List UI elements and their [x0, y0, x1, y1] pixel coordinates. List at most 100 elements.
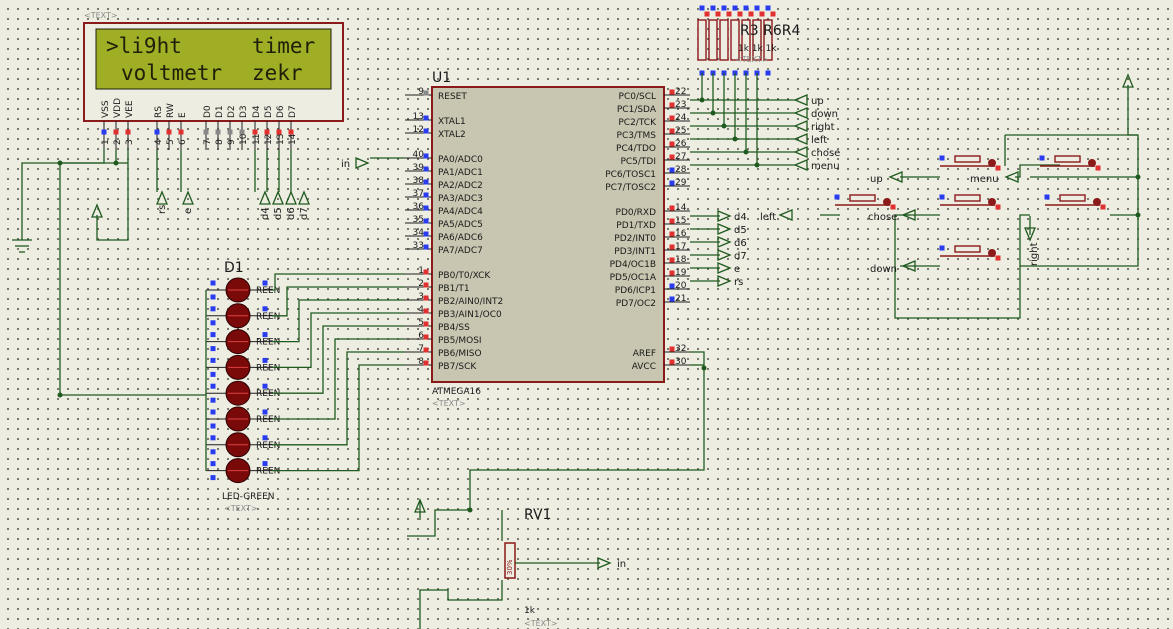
resistor-pin — [699, 5, 705, 11]
mcu-right-pin-num: 23 — [675, 100, 686, 110]
mcu-right-pin-num: 14 — [675, 203, 687, 213]
resistor-pin — [732, 5, 738, 11]
arrow — [1122, 73, 1134, 88]
led-pin-marker — [210, 346, 216, 352]
mcu-right-pin-marker — [669, 359, 675, 365]
mcu-right-pin-marker — [669, 296, 675, 302]
mcu-right-pin-num: 15 — [675, 216, 686, 226]
wire — [96, 150, 129, 241]
mcu-left-pin-num: 3 — [418, 292, 424, 302]
mcu-left-pin-name: PB6/MISO — [438, 349, 482, 359]
rpack-values: 1k 1k 1k — [738, 44, 777, 54]
button-pin — [834, 194, 840, 200]
button-cap — [1059, 194, 1086, 202]
button-dot — [1093, 198, 1101, 206]
wire — [272, 299, 405, 343]
mcu-right-pin-name: AVCC — [632, 362, 656, 372]
arrow — [156, 190, 168, 205]
mcu-right-pin-name: PD4/OC1B — [610, 260, 656, 270]
resistor — [708, 19, 718, 61]
led-pin-marker — [210, 461, 216, 467]
portd-label: d6 — [734, 238, 747, 249]
button-pin — [939, 155, 945, 161]
led-label: REEN — [256, 312, 280, 322]
lcd-pin-num: 11 — [252, 134, 262, 145]
button-cap — [849, 194, 876, 202]
lcd-pin-num: 8 — [215, 139, 225, 145]
mcu-left-pin-name: PA6/ADC6 — [438, 233, 483, 243]
arrow — [182, 190, 194, 205]
button-cap — [954, 194, 981, 202]
mcu-left-pin-num: 13 — [413, 112, 424, 122]
lcd-module[interactable]: <TEXT> >li9ht timer voltmetr zekr VSS1VD… — [83, 11, 344, 150]
lcd-data-label: d6 — [286, 207, 297, 220]
button-dot — [988, 198, 996, 206]
mcu-left-pin-name: PA7/ADC7 — [438, 246, 483, 256]
mcu-left-pin-marker — [423, 347, 429, 353]
led-pin-marker — [210, 423, 216, 429]
led-pin-marker — [210, 332, 216, 338]
lcd-line2-right: zekr — [252, 61, 303, 85]
mcu-right-pin-name: PD6/ICP1 — [615, 286, 656, 296]
resistor-pin — [748, 11, 754, 17]
led-ref: D1 — [224, 260, 244, 276]
mcu-left-pin-num: 6 — [418, 331, 424, 341]
arrow — [717, 249, 732, 261]
mcu-left-pin-num: 2 — [418, 279, 424, 289]
lcd-pin-name: D2 — [227, 105, 237, 118]
mcu-part: ATMEGA16 — [432, 387, 481, 397]
mcu-right-pin-name: PC4/TDO — [616, 144, 656, 154]
mcu-right-pin-num: 16 — [675, 229, 687, 239]
led-pin-marker — [210, 371, 216, 377]
lcd-pin-num: 1 — [101, 139, 111, 145]
lcd-pin-marker — [239, 129, 245, 135]
button-pin — [1039, 155, 1045, 161]
mcu-right-pin-num: 30 — [675, 357, 687, 367]
mcu-left-pin-num: 1 — [418, 266, 424, 276]
lcd-pin-marker — [227, 129, 233, 135]
lcd-pin-num: 5 — [166, 139, 176, 145]
mcu-left-pin-marker — [423, 128, 429, 134]
mcu-right-pin-name: PD7/OC2 — [616, 299, 656, 309]
portc-label: chose — [811, 148, 840, 159]
arrow — [778, 209, 793, 221]
arrow — [793, 146, 808, 158]
button-pin — [995, 204, 1001, 210]
led-pin-marker — [210, 409, 216, 415]
portd-label: d7 — [734, 251, 747, 262]
junction — [732, 136, 738, 142]
lcd-pin-marker — [203, 129, 209, 135]
resistor — [752, 19, 762, 61]
junction — [701, 365, 707, 371]
potentiometer-rv1[interactable]: RV1 30% 1k <TEXT> — [504, 507, 558, 628]
mcu-right-pin-name: PC5/TDI — [620, 157, 656, 167]
resistor-pack[interactable]: R3 R6R4 1k 1k 1k <TEXT> — [697, 5, 800, 76]
lcd-text-tag: <TEXT> — [84, 11, 118, 20]
arrow — [91, 203, 103, 218]
arrow — [717, 223, 732, 235]
lcd-pin-num: 13 — [276, 134, 286, 145]
mcu-left-pin-num: 7 — [418, 344, 424, 354]
button-cap — [1054, 155, 1081, 163]
resistor — [730, 19, 740, 61]
portd-label: rs — [734, 277, 743, 288]
button-label: down — [870, 264, 897, 275]
led-pin-marker — [262, 332, 268, 338]
mcu-left-pin-marker — [423, 231, 429, 237]
pot-mid-text: 30% — [506, 559, 514, 575]
arrow — [793, 120, 808, 132]
mcu-right-pin-name: PC2/TCK — [618, 118, 657, 128]
button-dot — [988, 159, 996, 167]
wire — [272, 338, 405, 420]
wire — [419, 580, 503, 629]
led-pin-marker — [210, 383, 216, 389]
arrow — [888, 171, 903, 183]
junction — [1135, 212, 1141, 218]
arrow — [414, 498, 426, 513]
portc-label: down — [811, 109, 838, 120]
wire — [272, 364, 405, 472]
